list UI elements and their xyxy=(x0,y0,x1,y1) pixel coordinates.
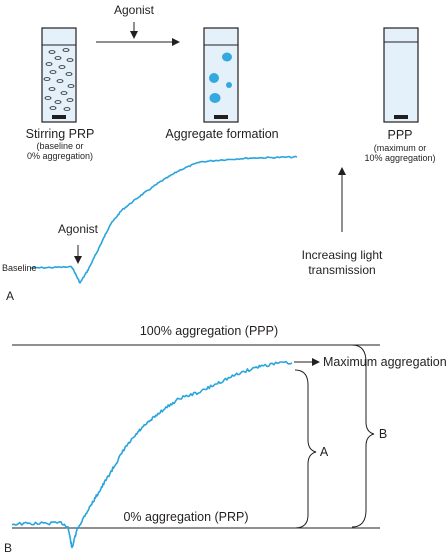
tube3-sub1: (maximum or xyxy=(374,143,427,153)
tube1-title: Stirring PRP xyxy=(26,127,95,141)
light-label-1: Increasing light xyxy=(302,248,383,262)
panel-b-tag: B xyxy=(4,541,12,555)
tube1-sub2: 0% aggregation) xyxy=(27,151,93,161)
stir-bar xyxy=(214,115,228,119)
tube-aggregate-formation xyxy=(203,27,239,123)
tube-stirring-prp xyxy=(41,27,77,123)
max-aggregation-label: Maximum aggregation xyxy=(323,355,447,369)
agonist-label-top: Agonist xyxy=(114,3,155,17)
brace-a xyxy=(294,369,317,529)
tube-ppp xyxy=(383,27,419,123)
agonist-label-trace: Agonist xyxy=(58,222,99,236)
platelet-aggregates xyxy=(209,52,232,103)
brace-b xyxy=(351,344,375,528)
tube2-title: Aggregate formation xyxy=(165,127,278,141)
light-label-2: transmission xyxy=(308,263,375,277)
brace-a-label: A xyxy=(320,445,329,459)
tube3-title: PPP xyxy=(387,128,412,142)
tube1-sub1: (baseline or xyxy=(36,141,83,151)
stir-bar xyxy=(394,115,408,119)
aggregation-trace-b xyxy=(11,360,293,549)
label-0-aggregation: 0% aggregation (PRP) xyxy=(123,510,248,524)
panel-a-tag: A xyxy=(6,289,14,303)
label-100-aggregation: 100% aggregation (PPP) xyxy=(140,324,278,338)
baseline-label: Baseline xyxy=(2,263,37,273)
tube3-sub2: 10% aggregation) xyxy=(364,153,435,163)
platelet-particles xyxy=(43,48,75,111)
stir-bar xyxy=(52,115,66,119)
brace-b-label: B xyxy=(379,427,387,441)
aggregation-trace-a xyxy=(30,155,298,284)
